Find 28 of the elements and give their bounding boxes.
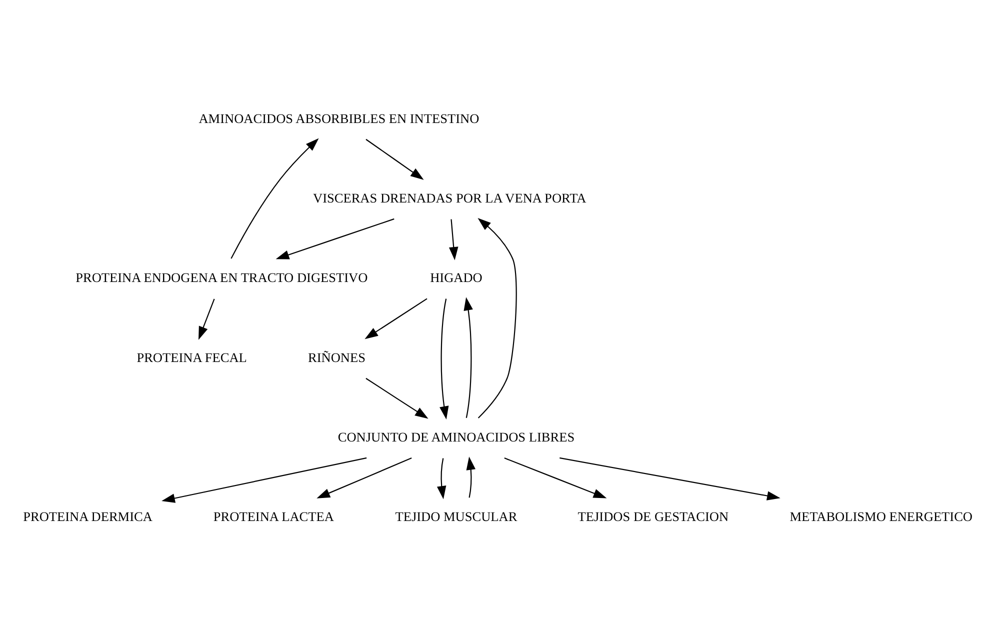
arrow bbox=[504, 457, 607, 498]
node-text: TEJIDOS DE GESTACION bbox=[578, 508, 729, 524]
arrow bbox=[198, 298, 215, 340]
node-text: PROTEINA FECAL bbox=[136, 349, 247, 364]
node-text: HIGADO bbox=[430, 270, 482, 285]
node-text: RIÑONES bbox=[308, 349, 366, 364]
arrow bbox=[364, 298, 428, 339]
arrow bbox=[230, 138, 319, 258]
node-text: PROTEINA ENDOGENA EN TRACTO DIGESTIVO bbox=[76, 270, 368, 285]
node-text: CONJUNTO DE AMINOACIDOS LIBRES bbox=[338, 428, 575, 444]
arrow bbox=[560, 456, 780, 500]
node-text: AMINOACIDOS ABSORBIBLES EN INTESTINO bbox=[198, 110, 480, 126]
node-text: TEJIDO MUSCULAR bbox=[395, 508, 518, 524]
arrow bbox=[436, 458, 446, 499]
arrow bbox=[276, 218, 394, 259]
arrow bbox=[464, 296, 473, 418]
arrow bbox=[478, 217, 517, 418]
node-text: METABOLISMO ENERGETICO bbox=[790, 508, 973, 524]
arrow bbox=[466, 456, 476, 498]
node-text: PROTEINA LACTEA bbox=[213, 508, 334, 524]
arrow bbox=[162, 456, 367, 502]
arrow bbox=[448, 218, 458, 260]
node-text: VISCERAS DRENADAS POR LA VENA PORTA bbox=[312, 190, 586, 205]
node-text: PROTEINA DERMICA bbox=[23, 508, 152, 524]
arrow bbox=[440, 298, 449, 420]
arrow bbox=[316, 457, 412, 498]
arrow bbox=[366, 138, 424, 180]
arrow bbox=[366, 377, 428, 418]
